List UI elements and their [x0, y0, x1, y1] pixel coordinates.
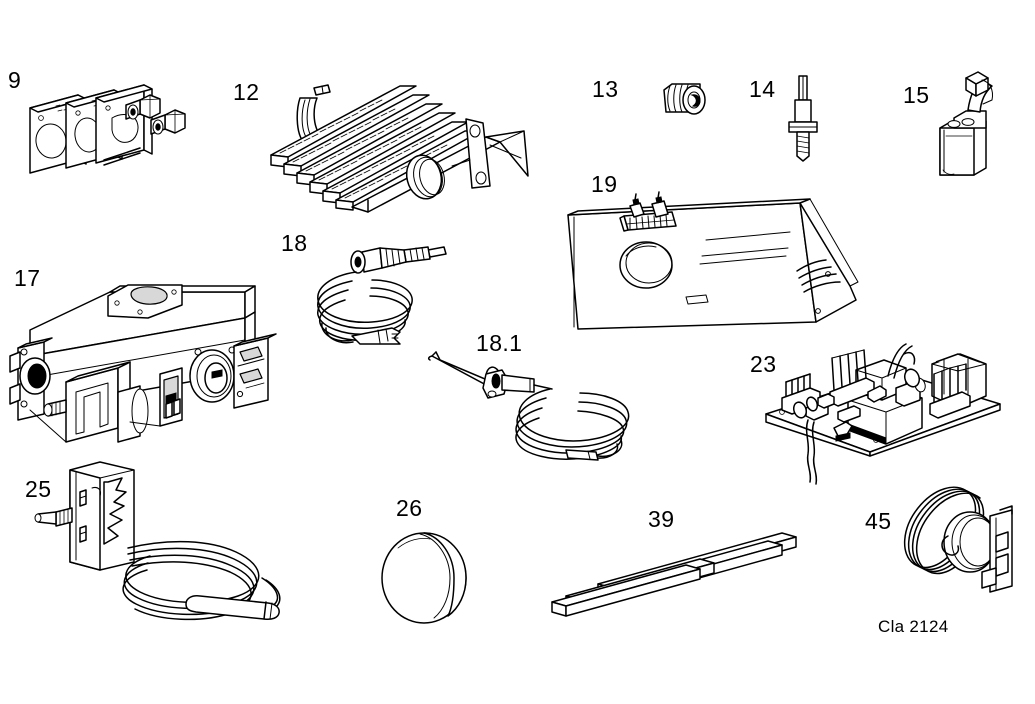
part-label-17: 17	[14, 265, 41, 291]
part-label-14: 14	[749, 76, 776, 102]
part-label-13: 13	[592, 76, 619, 102]
part-label-12: 12	[233, 79, 260, 105]
part-label-39: 39	[648, 506, 675, 532]
part-label-26: 26	[396, 495, 423, 521]
figure-caption: Cla 2124	[878, 617, 949, 636]
part-19-artwork	[567, 191, 859, 330]
part-13-artwork	[663, 83, 706, 115]
part-17-artwork	[9, 284, 277, 443]
part-label-25: 25	[25, 476, 52, 502]
part-9-artwork	[29, 84, 186, 174]
part-label-45: 45	[865, 508, 892, 534]
part-18-1-artwork	[427, 351, 630, 461]
part-label-15: 15	[903, 82, 930, 108]
part-39-artwork	[551, 532, 797, 617]
part-14-artwork	[788, 75, 818, 162]
part-25-artwork	[34, 461, 281, 621]
part-26-artwork	[381, 532, 467, 624]
part-label-19: 19	[591, 171, 618, 197]
part-45-artwork	[903, 486, 1013, 593]
part-15-artwork	[939, 71, 993, 176]
part-label-18-1: 18.1	[476, 330, 523, 356]
part-label-18: 18	[281, 230, 308, 256]
part-12-artwork	[270, 84, 529, 213]
part-label-9: 9	[8, 67, 22, 93]
part-18-artwork	[317, 246, 447, 345]
part-label-23: 23	[750, 351, 777, 377]
part-23-artwork	[765, 343, 1001, 485]
